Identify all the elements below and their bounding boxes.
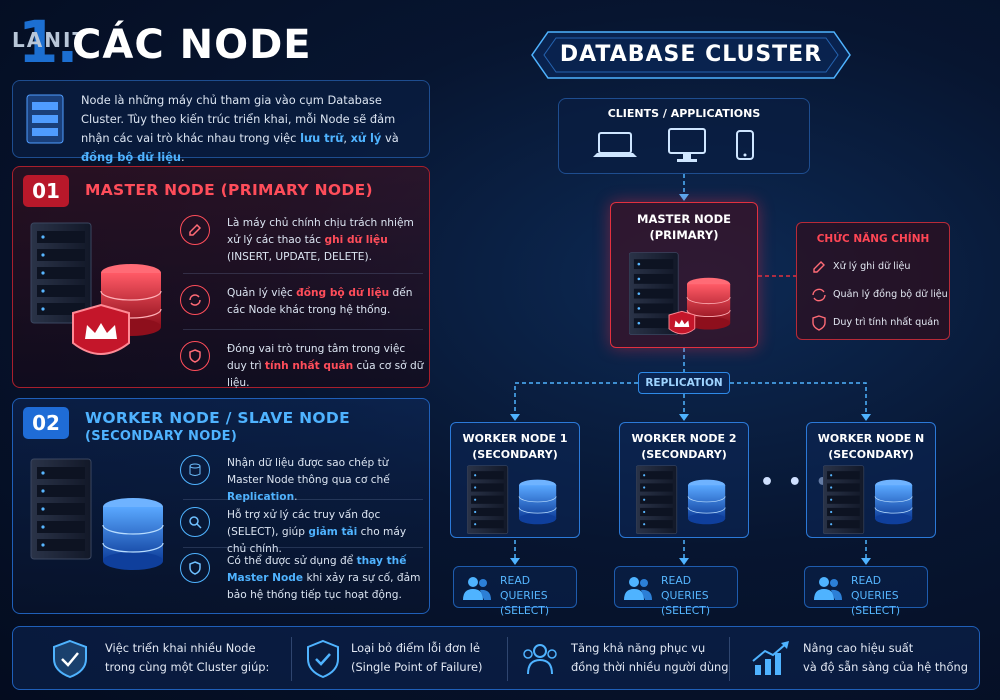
phone-icon <box>736 130 754 160</box>
page-title: CÁC NODE <box>72 22 312 68</box>
intro-text: Node là những máy chủ tham gia vào cụm D… <box>81 93 399 164</box>
search-icon <box>180 507 210 537</box>
users-icon <box>814 577 842 600</box>
worker-node-section: 02 WORKER NODE / SLAVE NODE (SECONDARY N… <box>12 398 430 614</box>
users-icon <box>624 577 652 600</box>
laptop-icon <box>593 132 637 157</box>
master-node-label: MASTER NODE(PRIMARY) <box>637 212 731 242</box>
edit-icon <box>180 215 210 245</box>
master-node-box: MASTER NODE(PRIMARY) <box>610 202 758 348</box>
read-queries-box-n: READ QUERIES(SELECT) <box>804 566 928 617</box>
master-badge: 01 <box>23 175 69 207</box>
master-section-title: MASTER NODE (PRIMARY NODE) <box>85 181 373 199</box>
clients-box: CLIENTS / APPLICATIONS <box>558 98 810 174</box>
function-item: Duy trì tính nhất quán <box>833 317 940 328</box>
worker-server-icon <box>823 465 913 535</box>
clients-label: CLIENTS / APPLICATIONS <box>607 107 761 120</box>
function-item: Xử lý ghi dữ liệu <box>833 261 911 272</box>
worker-server-icon <box>467 465 557 535</box>
main-functions-box: CHỨC NĂNG CHÍNH Xử lý ghi dữ liệu Quản l… <box>796 222 950 340</box>
sync-icon <box>812 288 826 302</box>
diagram-title: DATABASE CLUSTER <box>559 42 823 67</box>
worker-node-1: WORKER NODE 1(SECONDARY) <box>450 422 580 538</box>
read-queries-box-2: READ QUERIES(SELECT) <box>614 566 738 617</box>
master-server-icon <box>629 252 731 336</box>
benefit-item-1: Loại bỏ điểm lỗi đơn lẻ(Single Point of … <box>351 641 483 674</box>
sync-icon <box>180 285 210 315</box>
worker-node-2: WORKER NODE 2(SECONDARY) <box>619 422 749 538</box>
edit-icon <box>813 261 825 273</box>
users-icon <box>523 644 557 675</box>
brand-logo: LANIT <box>12 28 89 52</box>
chart-up-icon <box>752 641 789 675</box>
main-functions-title: CHỨC NĂNG CHÍNH <box>816 233 930 245</box>
desktop-icon <box>668 128 706 162</box>
shield-check-icon <box>307 639 339 679</box>
worker-badge: 02 <box>23 407 69 439</box>
function-item: Quản lý đồng bộ dữ liệu <box>833 289 948 300</box>
database-server-icon <box>26 94 64 144</box>
database-sync-icon <box>180 455 210 485</box>
users-icon <box>463 577 491 600</box>
shield-check-icon <box>180 553 210 583</box>
read-queries-box-1: READ QUERIES(SELECT) <box>453 566 577 617</box>
section-number: 1. <box>18 8 78 76</box>
worker-server-icon <box>636 465 726 535</box>
intro-panel: Node là những máy chủ tham gia vào cụm D… <box>12 80 430 164</box>
diagram-title-plate: DATABASE CLUSTER <box>530 30 852 80</box>
replication-label: REPLICATION <box>638 372 730 394</box>
shield-check-icon <box>812 315 826 331</box>
shield-check-icon <box>180 341 210 371</box>
master-node-section: 01 MASTER NODE (PRIMARY NODE) Là máy chủ… <box>12 166 430 389</box>
shield-check-icon <box>53 639 87 679</box>
worker-node-n: WORKER NODE N(SECONDARY) <box>806 422 936 538</box>
worker-section-subtitle: (SECONDARY NODE) <box>85 429 238 444</box>
worker-section-title: WORKER NODE / SLAVE NODE <box>85 409 350 427</box>
